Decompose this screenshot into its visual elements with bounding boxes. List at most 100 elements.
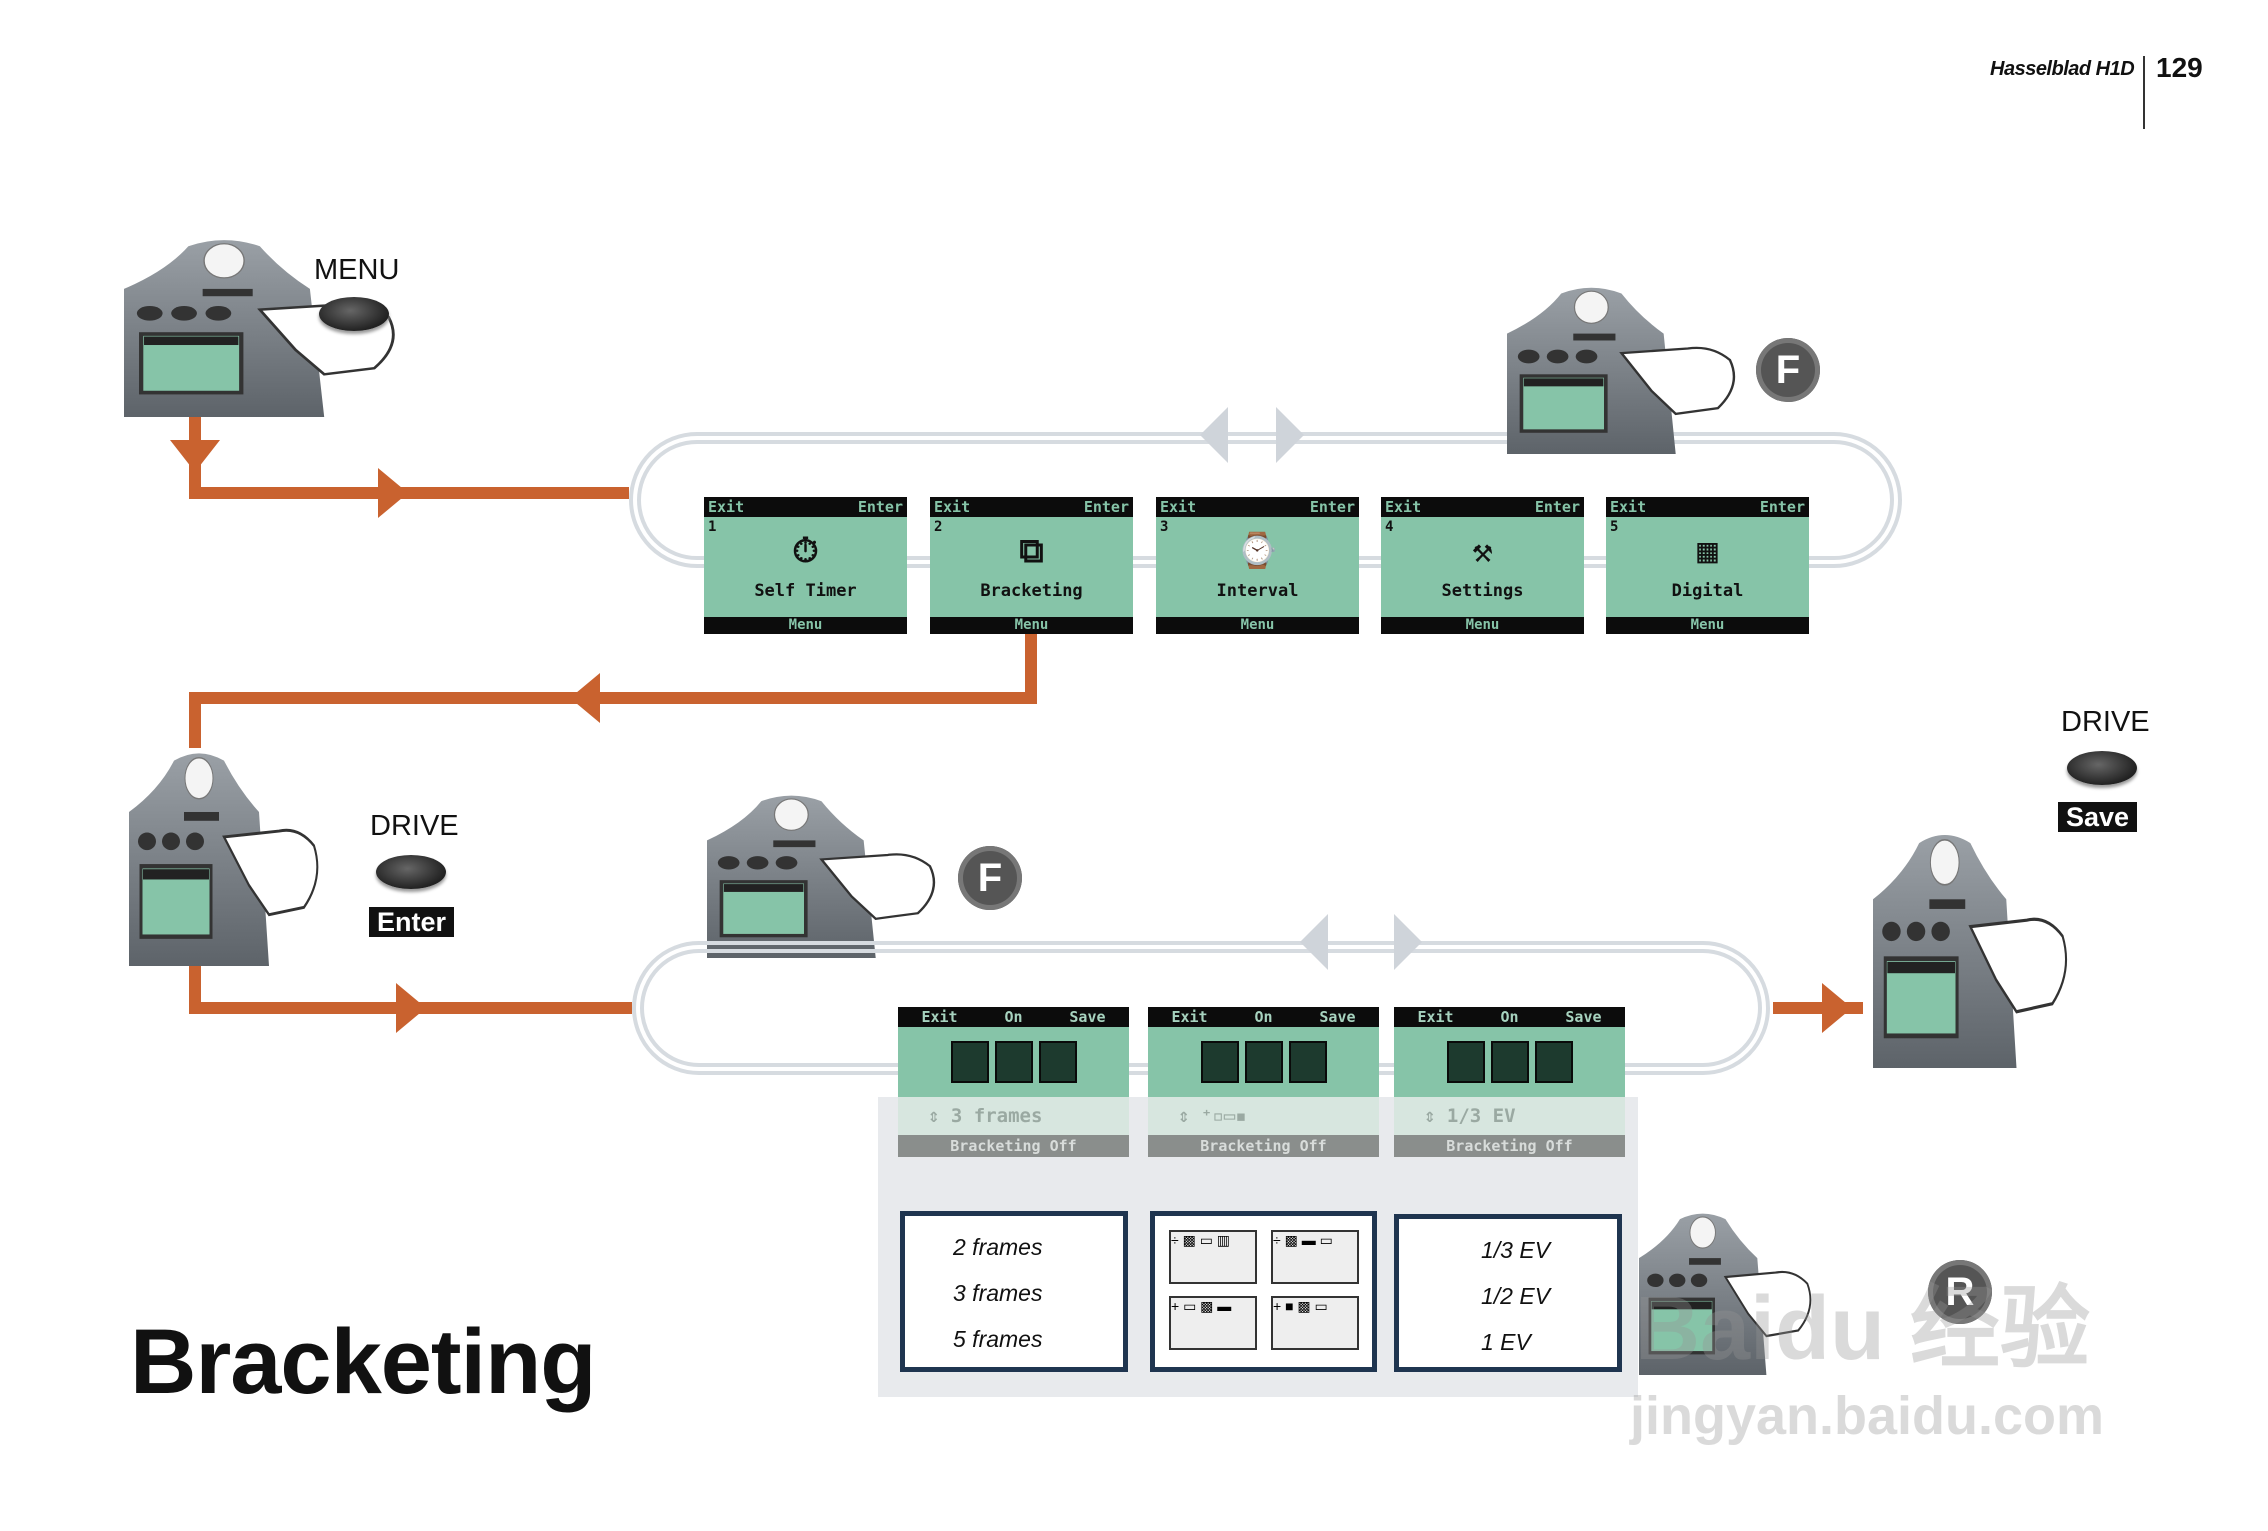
menu-label: Menu — [1381, 617, 1584, 634]
page-number: 129 — [2156, 52, 2203, 83]
exit-label: Exit — [1417, 1008, 1454, 1026]
on-label: On — [1254, 1008, 1273, 1026]
ev-step-icon — [1038, 1041, 1077, 1083]
camera-grip-front-dial — [707, 790, 948, 958]
rear-control-wheel-icon[interactable]: R — [1928, 1260, 1992, 1324]
sequence-options-box: ÷ ▩ ▭ ▥ ÷ ▩ ▬ ▭ + ▭ ▩ ▬ + ■ ▩ ▭ — [1150, 1211, 1377, 1372]
sequence-icon — [1244, 1041, 1283, 1083]
header-divider — [2143, 56, 2145, 129]
watermark-url: jingyan.baidu.com — [1630, 1386, 2105, 1446]
menu-name: Settings — [1441, 581, 1524, 601]
flow-line — [189, 692, 201, 748]
on-label: On — [1500, 1008, 1519, 1026]
arrow-right-icon — [1822, 983, 1852, 1033]
exit-label: Exit — [1160, 498, 1197, 516]
arrow-left-icon — [570, 673, 600, 723]
lcd-settings: Exit Enter 4 ⚒ Settings Menu — [1381, 497, 1584, 634]
exit-label: Exit — [708, 498, 745, 516]
front-control-wheel-icon[interactable]: F — [1756, 338, 1820, 402]
drive-button-label: DRIVE — [2061, 706, 2150, 738]
sequence-icon — [1490, 1041, 1529, 1083]
arrow-down-icon — [170, 440, 220, 472]
frames-icon — [1446, 1041, 1485, 1083]
menu-label: Menu — [1606, 617, 1809, 634]
ev-options-box: 1/3 EV 1/2 EV 1 EV — [1394, 1214, 1622, 1372]
bracket-value: ⇕ 3 frames — [898, 1097, 1129, 1135]
menu-label: Menu — [930, 617, 1133, 634]
menu-number: 3 — [1160, 519, 1169, 535]
menu-button[interactable] — [319, 297, 389, 331]
save-tag: Save — [2058, 802, 2138, 832]
scroll-left-icon — [1300, 914, 1328, 970]
sequence-minus-0-plus-icon: + ■ ▩ ▭ — [1271, 1296, 1359, 1350]
menu-number: 2 — [934, 519, 943, 535]
enter-label: Enter — [1759, 498, 1805, 516]
bracket-value: ⇕ 1/3 EV — [1394, 1097, 1625, 1135]
enter-label: Enter — [857, 498, 903, 516]
drive-button[interactable] — [2067, 751, 2137, 785]
menu-number: 5 — [1610, 519, 1619, 535]
option-5-frames: 5 frames — [953, 1326, 1043, 1352]
save-label: Save — [1069, 1008, 1106, 1026]
sequence-0-minus-plus-icon: ÷ ▩ ▭ ▥ — [1169, 1230, 1257, 1284]
lcd-bracket-ev: Exit On Save ⇕ 1/3 EV Bracketing Off — [1394, 1007, 1625, 1163]
settings-icon: ⚒ — [1472, 531, 1493, 571]
bracket-status: Bracketing Off — [1394, 1135, 1625, 1157]
flow-line — [189, 692, 1037, 704]
bracket-value: ⇕ ⁺▫▭▪ — [1148, 1097, 1379, 1135]
watermark: Baidu 经验 — [1635, 1279, 2091, 1379]
flow-line — [1025, 634, 1037, 704]
scroll-right-icon — [1394, 914, 1422, 970]
camera-grip-front-dial — [1507, 282, 1748, 454]
page-title: Bracketing — [130, 1311, 596, 1413]
brand-name: Hasselblad H1D — [1990, 58, 2135, 80]
scroll-right-icon — [1276, 407, 1304, 463]
menu-number: 4 — [1385, 519, 1394, 535]
scroll-left-icon — [1200, 407, 1228, 463]
arrow-right-icon — [396, 983, 426, 1033]
sequence-icon — [994, 1041, 1033, 1083]
ev-step-icon — [1534, 1041, 1573, 1083]
option-3-frames: 3 frames — [953, 1280, 1043, 1306]
camera-grip-menu-press — [124, 234, 410, 417]
enter-label: Enter — [1083, 498, 1129, 516]
drive-button[interactable] — [376, 855, 446, 889]
exit-label: Exit — [1385, 498, 1422, 516]
interval-icon: ⌚ — [1236, 531, 1279, 571]
sequence-plus-0-minus-icon: + ▭ ▩ ▬ — [1169, 1296, 1257, 1350]
frames-icon — [1200, 1041, 1239, 1083]
menu-label: Menu — [704, 617, 907, 634]
exit-label: Exit — [934, 498, 971, 516]
menu-button-label: MENU — [314, 254, 400, 286]
camera-grip-rear-dial — [1639, 1208, 1821, 1375]
front-control-wheel-icon[interactable]: F — [958, 846, 1022, 910]
save-label: Save — [1565, 1008, 1602, 1026]
drive-button-label: DRIVE — [370, 810, 459, 842]
option-1-2-ev: 1/2 EV — [1481, 1283, 1551, 1309]
digital-icon: ▦ — [1697, 531, 1718, 571]
camera-grip-drive-save — [1873, 827, 2078, 1068]
enter-label: Enter — [1534, 498, 1580, 516]
enter-tag: Enter — [369, 907, 455, 937]
exit-label: Exit — [1610, 498, 1647, 516]
frames-options-box: 2 frames 3 frames 5 frames — [900, 1211, 1128, 1372]
sequence-0-plus-minus-icon: ÷ ▩ ▬ ▭ — [1271, 1230, 1359, 1284]
bracket-mode-icons — [1394, 1027, 1625, 1097]
option-1-ev: 1 EV — [1481, 1329, 1531, 1355]
menu-name: Bracketing — [980, 581, 1083, 601]
menu-name: Interval — [1216, 581, 1299, 601]
option-1-3-ev: 1/3 EV — [1481, 1237, 1551, 1263]
save-label: Save — [1319, 1008, 1356, 1026]
arrow-right-icon — [378, 468, 408, 518]
exit-label: Exit — [1171, 1008, 1208, 1026]
lcd-bracketing: Exit Enter 2 ⧉ Bracketing Menu — [930, 497, 1133, 634]
menu-number: 1 — [708, 519, 717, 535]
bracket-mode-icons — [898, 1027, 1129, 1097]
menu-label: Menu — [1156, 617, 1359, 634]
bracketing-icon: ⧉ — [1019, 531, 1044, 571]
exit-label: Exit — [921, 1008, 958, 1026]
